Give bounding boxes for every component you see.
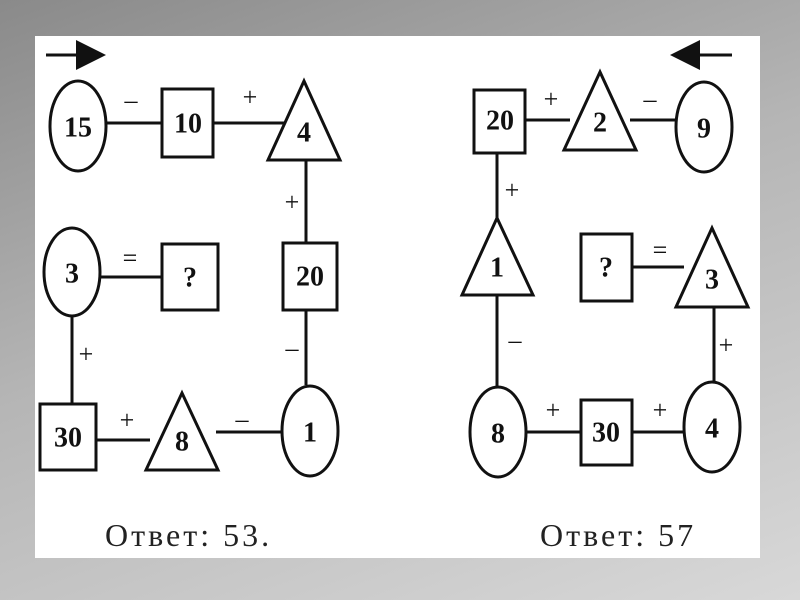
- answer-left: Ответ: 53.: [105, 517, 272, 553]
- triangle-node: [561, 68, 639, 152]
- triangle-node: [143, 389, 221, 472]
- node-3: 3: [705, 265, 719, 296]
- square-node: [160, 87, 215, 159]
- square-node: [579, 398, 634, 467]
- triangle-node: [673, 224, 751, 309]
- op-minus: –: [124, 86, 139, 115]
- node-9: 9: [697, 114, 711, 145]
- triangle-node: [265, 77, 343, 162]
- circle-node: [42, 226, 102, 318]
- circle-node: [468, 385, 528, 479]
- node-1: 1: [490, 253, 504, 284]
- node-4: 4: [297, 118, 311, 149]
- answer-right: Ответ: 57: [540, 517, 696, 553]
- op-plus: +: [653, 396, 668, 425]
- op-plus: +: [546, 396, 561, 425]
- op-minus: –: [285, 334, 300, 363]
- node-unknown: ?: [599, 253, 613, 284]
- op-plus: +: [120, 406, 135, 435]
- node-30: 30: [592, 418, 620, 449]
- node-4: 4: [705, 414, 719, 445]
- node-3: 3: [65, 259, 79, 290]
- op-plus: +: [719, 331, 734, 360]
- circle-node: [674, 80, 734, 174]
- op-plus: +: [505, 176, 520, 205]
- node-15: 15: [64, 113, 92, 144]
- op-minus: –: [235, 405, 250, 434]
- node-8: 8: [175, 427, 189, 458]
- square-node: [579, 232, 634, 303]
- node-unknown: ?: [183, 263, 197, 294]
- triangle-node: [459, 214, 536, 297]
- node-2: 2: [593, 108, 607, 139]
- circle-node: [48, 79, 108, 173]
- op-equals: =: [123, 244, 138, 273]
- square-node: [472, 88, 527, 155]
- square-node: [281, 241, 339, 312]
- node-20: 20: [486, 106, 514, 137]
- op-minus: –: [508, 326, 523, 355]
- op-plus: +: [79, 340, 94, 369]
- circle-node: [280, 384, 340, 478]
- op-plus: +: [285, 188, 300, 217]
- op-plus: +: [243, 83, 258, 112]
- node-1: 1: [303, 418, 317, 449]
- node-10: 10: [174, 109, 202, 140]
- node-30: 30: [54, 423, 82, 454]
- op-minus: –: [643, 85, 658, 114]
- square-node: [160, 242, 220, 312]
- node-8: 8: [491, 419, 505, 450]
- op-plus: +: [544, 85, 559, 114]
- op-equals: =: [653, 236, 668, 265]
- circle-node: [682, 380, 742, 474]
- square-node: [38, 402, 98, 472]
- node-20: 20: [296, 262, 324, 293]
